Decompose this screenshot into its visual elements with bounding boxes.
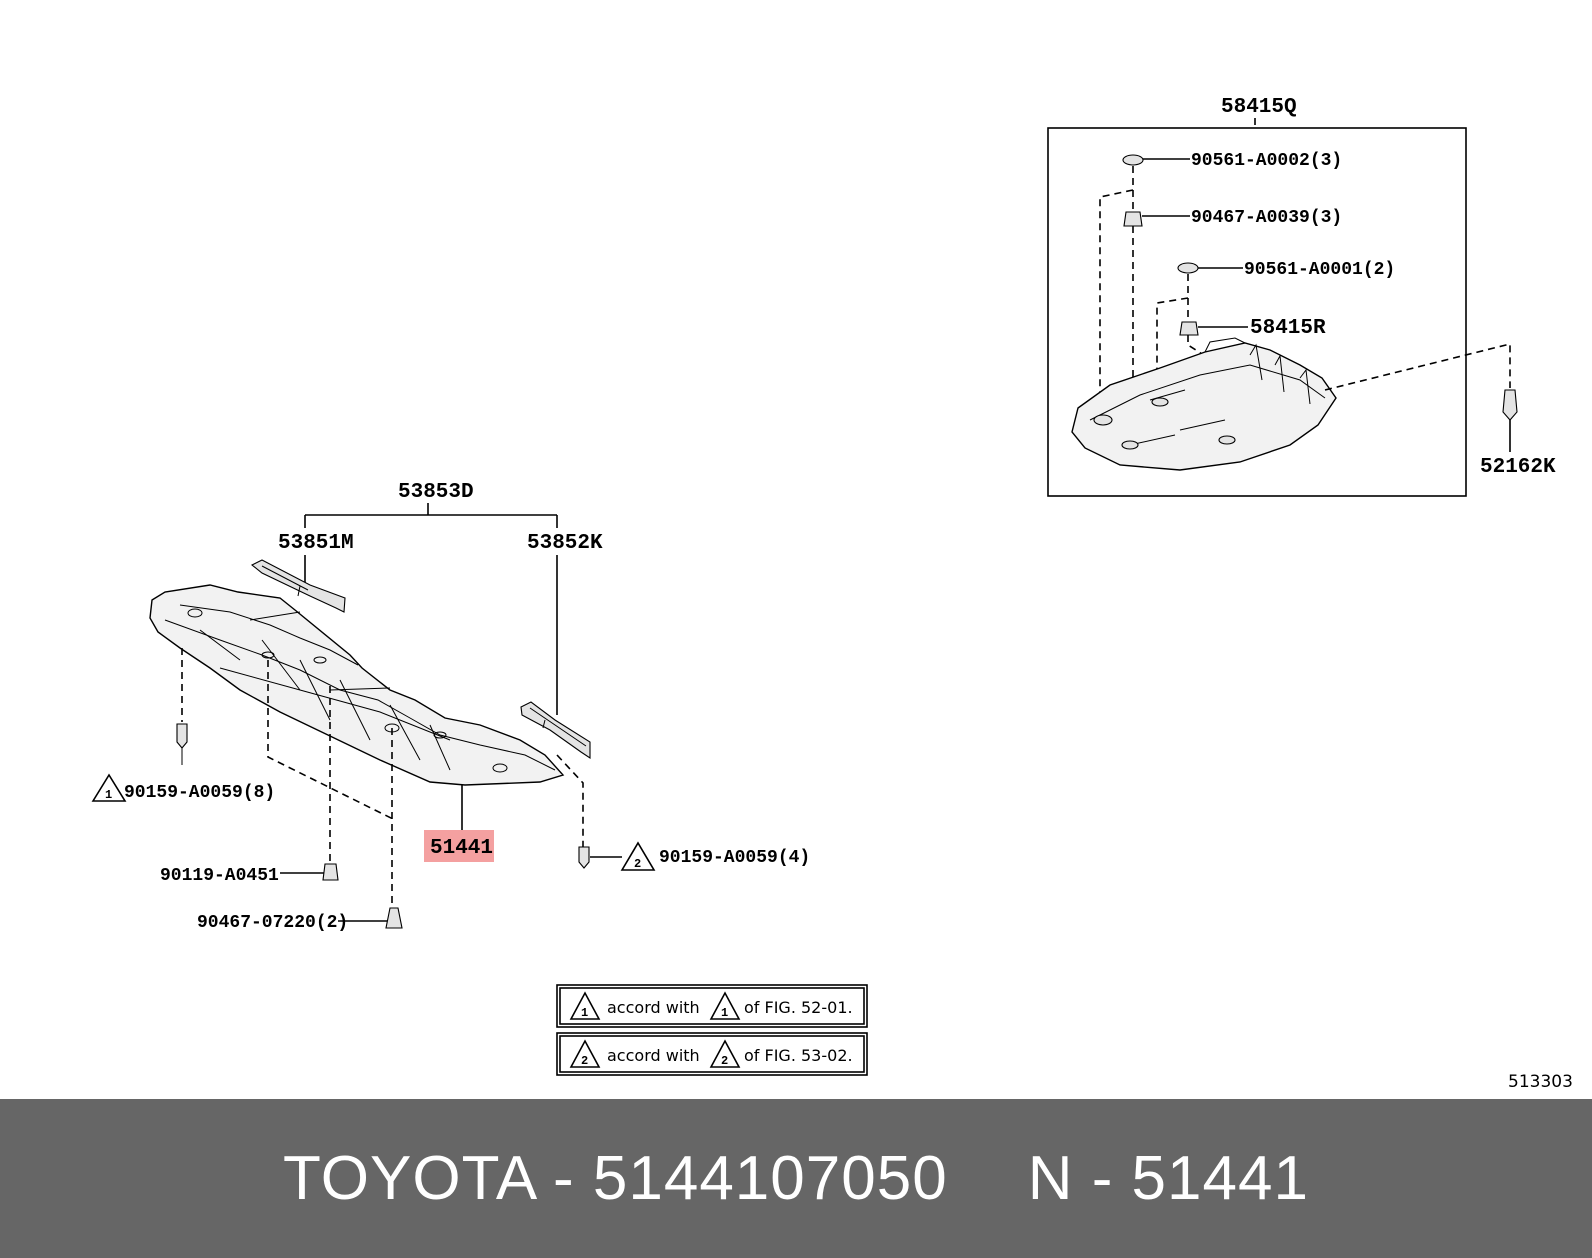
callout-90467-A0039[interactable]: 90467-A0039(3) <box>1191 208 1342 228</box>
note-2-fig: of FIG. 53-02. <box>744 1046 853 1065</box>
callout-90159-A0059-8[interactable]: 90159-A0059(8) <box>124 783 275 803</box>
callout-90467-07220[interactable]: 90467-07220(2) <box>197 913 348 933</box>
bolt-90159-A0059-8: 1 90159-A0059(8) <box>91 648 275 803</box>
kit-58415Q: 58415Q 90561-A0002(3) 90467-A0039(3) 905… <box>1047 96 1556 497</box>
figure-number: 513303 <box>1508 1072 1573 1092</box>
svg-text:2: 2 <box>634 857 641 871</box>
bolt-90119-A0451: 90119-A0451 <box>160 863 339 886</box>
warning-triangle-2-icon <box>620 841 656 871</box>
svg-text:1: 1 <box>721 1006 728 1020</box>
callout-90561-A0002[interactable]: 90561-A0002(3) <box>1191 151 1342 171</box>
part-footer-banner: TOYOTA - 5144107050 N - 51441 <box>0 1099 1592 1258</box>
callout-90159-A0059-4[interactable]: 90159-A0059(4) <box>659 848 810 868</box>
note-1-accord: accord with <box>607 998 700 1017</box>
clip-90467-07220: 90467-07220(2) <box>197 907 403 933</box>
note-triangle-1b-icon <box>709 991 741 1020</box>
bolt-90159-A0059-4: 2 90159-A0059(4) <box>578 841 810 871</box>
callout-53853D[interactable]: 53853D <box>398 481 474 504</box>
callout-51441-highlight <box>424 830 494 862</box>
callout-90119-A0451[interactable]: 90119-A0451 <box>160 866 279 886</box>
warning-triangle-1-icon <box>91 773 127 802</box>
footer-ref-number: N - 51441 <box>1027 1144 1309 1213</box>
callout-53851M[interactable]: 53851M <box>278 532 354 555</box>
callout-58415Q[interactable]: 58415Q <box>1221 96 1297 119</box>
note-1-fig: of FIG. 52-01. <box>744 998 853 1017</box>
parts-diagram: 53853D 53851M 53852K 51441 <box>91 96 1573 1092</box>
svg-text:1: 1 <box>581 1006 588 1020</box>
footer-brand-part-number: TOYOTA - 5144107050 <box>283 1144 948 1213</box>
bracket-53851M <box>250 555 346 613</box>
callout-52162K[interactable]: 52162K <box>1480 456 1556 479</box>
engine-under-cover-51441 <box>149 584 565 786</box>
callout-90561-A0001[interactable]: 90561-A0001(2) <box>1244 260 1395 280</box>
note-triangle-1a-icon <box>569 991 601 1020</box>
callout-51441[interactable]: 51441 <box>430 837 493 860</box>
note-triangle-2b-icon <box>709 1039 741 1068</box>
svg-text:1: 1 <box>105 788 112 802</box>
svg-text:2: 2 <box>581 1054 588 1068</box>
svg-text:2: 2 <box>721 1054 728 1068</box>
note-2-accord: accord with <box>607 1046 700 1065</box>
callout-53853D-group: 53853D <box>304 481 558 528</box>
callout-58415R[interactable]: 58415R <box>1250 317 1326 340</box>
callout-53852K[interactable]: 53852K <box>527 532 603 555</box>
notes-table: 1 accord with 1 of FIG. 52-01. 2 accord … <box>556 984 868 1076</box>
bracket-53852K <box>520 555 591 847</box>
note-triangle-2a-icon <box>569 1039 601 1068</box>
kit-box <box>1047 127 1467 497</box>
